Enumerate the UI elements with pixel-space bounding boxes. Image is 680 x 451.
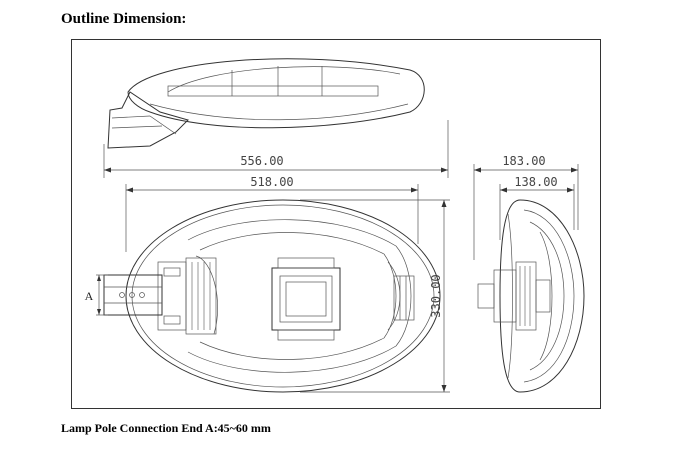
dimension-side-width: 183.00 bbox=[473, 154, 579, 260]
dimension-inner-length: 518.00 bbox=[125, 175, 419, 252]
dimension-height: 330.00 bbox=[300, 199, 450, 393]
dimension-overall-length: 556.00 bbox=[103, 120, 449, 178]
plan-view: A bbox=[85, 199, 441, 393]
end-view bbox=[477, 199, 585, 393]
drawing-frame bbox=[71, 39, 601, 409]
dimension-label-518: 518.00 bbox=[250, 175, 293, 189]
end-reflector bbox=[393, 275, 415, 321]
dimension-label-138: 138.00 bbox=[514, 175, 557, 189]
pole-end-label: A bbox=[85, 289, 94, 303]
pole-connection: A bbox=[85, 274, 163, 316]
dimension-side-inner-width: 138.00 bbox=[499, 175, 575, 240]
side-elevation-view bbox=[107, 58, 425, 149]
page-heading: Outline Dimension: bbox=[61, 11, 187, 27]
gear-housing bbox=[157, 257, 217, 335]
dimension-label-330: 330.00 bbox=[429, 274, 443, 317]
pole-connection-caption: Lamp Pole Connection End A:45~60 mm bbox=[61, 421, 271, 435]
dimension-label-183: 183.00 bbox=[502, 154, 545, 168]
light-source-module bbox=[271, 257, 341, 341]
dimension-label-556: 556.00 bbox=[240, 154, 283, 168]
